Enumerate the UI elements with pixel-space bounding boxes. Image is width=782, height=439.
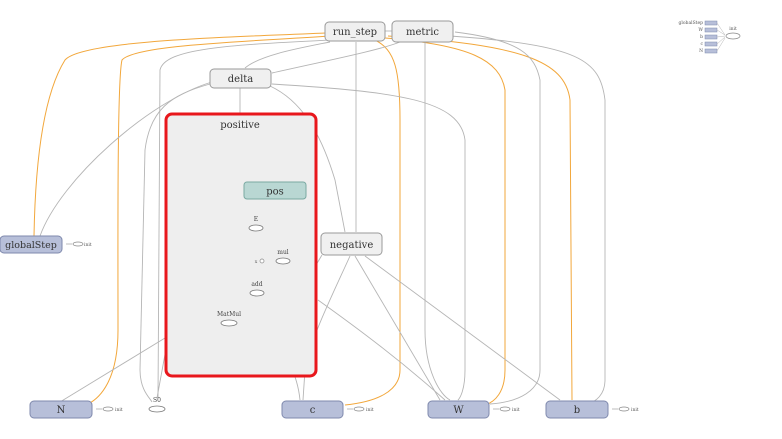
edge-runstep-globalstep (33, 32, 327, 237)
node-global-step-label: globalStep (5, 240, 57, 251)
edges (33, 30, 606, 406)
node-negative-label: negative (330, 240, 374, 251)
node-mul-label: mul (277, 249, 289, 256)
node-b-label: b (574, 405, 580, 416)
node-x-label: x (255, 260, 258, 265)
node-N-label: N (57, 405, 66, 416)
legend-init-label: init (729, 26, 737, 32)
node-E[interactable]: E (248, 216, 264, 232)
legend-item-c: c (700, 42, 703, 47)
edge-neg-b (364, 255, 561, 401)
edge-delta-W (271, 83, 466, 401)
node-metric-label: metric (406, 27, 439, 38)
legend-var-b (704, 34, 718, 40)
legend-var-N (704, 48, 718, 54)
N-init-label: init (115, 407, 123, 413)
node-N[interactable]: N (29, 400, 93, 419)
node-delta-label: delta (228, 74, 254, 85)
edge-metric-W (424, 42, 451, 401)
node-delta[interactable]: delta (209, 68, 272, 89)
node-global-step[interactable]: globalStep (0, 235, 63, 254)
b-init-label: init (631, 407, 639, 413)
W-init-label: init (512, 407, 520, 413)
legend-item-W: W (698, 27, 703, 33)
legend-var-c (704, 41, 718, 47)
node-mul[interactable]: mul (275, 249, 291, 265)
edge-metric-b (449, 35, 606, 403)
b-init[interactable]: init (612, 406, 639, 413)
node-run-step[interactable]: run_step (324, 21, 386, 42)
node-c[interactable]: c (281, 400, 344, 419)
node-W[interactable]: W (427, 400, 490, 419)
node-add[interactable]: add (249, 281, 265, 297)
edge-neg-W (354, 255, 441, 401)
node-pos[interactable]: pos (243, 181, 307, 200)
edge-runstep-c (344, 39, 401, 406)
edge-runstep-S0 (157, 39, 331, 399)
c-init[interactable]: init (347, 406, 374, 413)
edge-delta-runstep (244, 41, 331, 69)
legend-item-N: N (699, 48, 703, 54)
c-init-label: init (366, 407, 374, 413)
legend-var-globalstep (704, 20, 718, 26)
legend-edges (716, 22, 726, 52)
node-S0[interactable]: S0 (148, 397, 166, 413)
global-step-init-label: init (84, 242, 92, 248)
init-legend: globalStep W b c N init (679, 20, 741, 54)
node-add-label: add (251, 281, 262, 288)
legend-var-W (704, 27, 718, 33)
edge-metric-W2 (454, 31, 541, 405)
edge-runstep-W (384, 37, 506, 406)
edge-W-group (317, 299, 446, 401)
legend-init-ellipse (725, 32, 741, 40)
edge-delta-metric (271, 41, 401, 74)
node-x[interactable]: x (255, 258, 265, 265)
edge-delta-S0 (139, 83, 211, 403)
node-matmul[interactable]: MatMul (217, 311, 241, 327)
legend-item-b: b (700, 34, 703, 40)
node-negative[interactable]: negative (320, 232, 383, 256)
legend-item-globalstep: globalStep (679, 20, 704, 26)
node-c-label: c (310, 405, 316, 416)
node-S0-label: S0 (153, 397, 161, 404)
node-run-step-label: run_step (333, 27, 377, 38)
node-metric[interactable]: metric (391, 20, 454, 43)
positive-group[interactable]: positive (164, 112, 318, 378)
node-b[interactable]: b (545, 400, 609, 419)
node-pos-label: pos (266, 187, 284, 198)
node-W-label: W (453, 405, 464, 416)
positive-group-label: positive (220, 120, 260, 131)
node-matmul-label: MatMul (217, 311, 241, 318)
edge-N-group (59, 337, 166, 403)
node-E-label: E (254, 216, 258, 223)
edge-runstep-b (387, 35, 573, 401)
global-step-init[interactable]: init (66, 241, 92, 248)
edge-runstep-N (87, 35, 331, 405)
W-init[interactable]: init (493, 406, 520, 413)
N-init[interactable]: init (96, 406, 123, 413)
